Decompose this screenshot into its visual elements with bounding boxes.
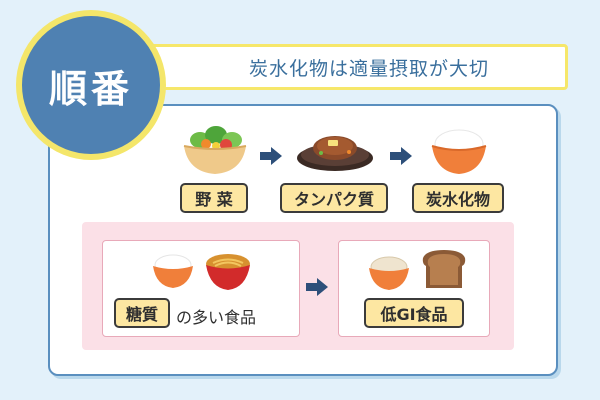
badge-label: 順番 (48, 66, 133, 111)
arrow-right-icon (260, 147, 282, 165)
order-badge: 順番 (16, 10, 166, 160)
arrow-right-icon (390, 147, 412, 165)
whole-grain-bread-icon (422, 250, 466, 288)
rice-bowl-icon (153, 254, 193, 288)
steak-icon (297, 136, 373, 171)
header-banner: 炭水化物は適量摂取が大切 (150, 44, 568, 90)
step-label-carbohydrate: 炭水化物 (412, 183, 504, 213)
banner-text: 炭水化物は適量摂取が大切 (248, 57, 489, 80)
high-sugar-foods-text: の多い食品 (176, 308, 257, 327)
sugar-highlight-label: 糖質 (114, 298, 170, 328)
step-label-protein: タンパク質 (280, 183, 388, 213)
low-gi-foods-label: 低GI食品 (364, 298, 464, 328)
step-label-vegetables: 野 菜 (180, 183, 248, 213)
brown-rice-bowl-icon (369, 256, 409, 290)
arrow-right-icon (306, 278, 328, 296)
rice-bowl-icon (431, 129, 487, 174)
noodle-bowl-icon (206, 254, 250, 290)
salad-icon (183, 126, 247, 174)
